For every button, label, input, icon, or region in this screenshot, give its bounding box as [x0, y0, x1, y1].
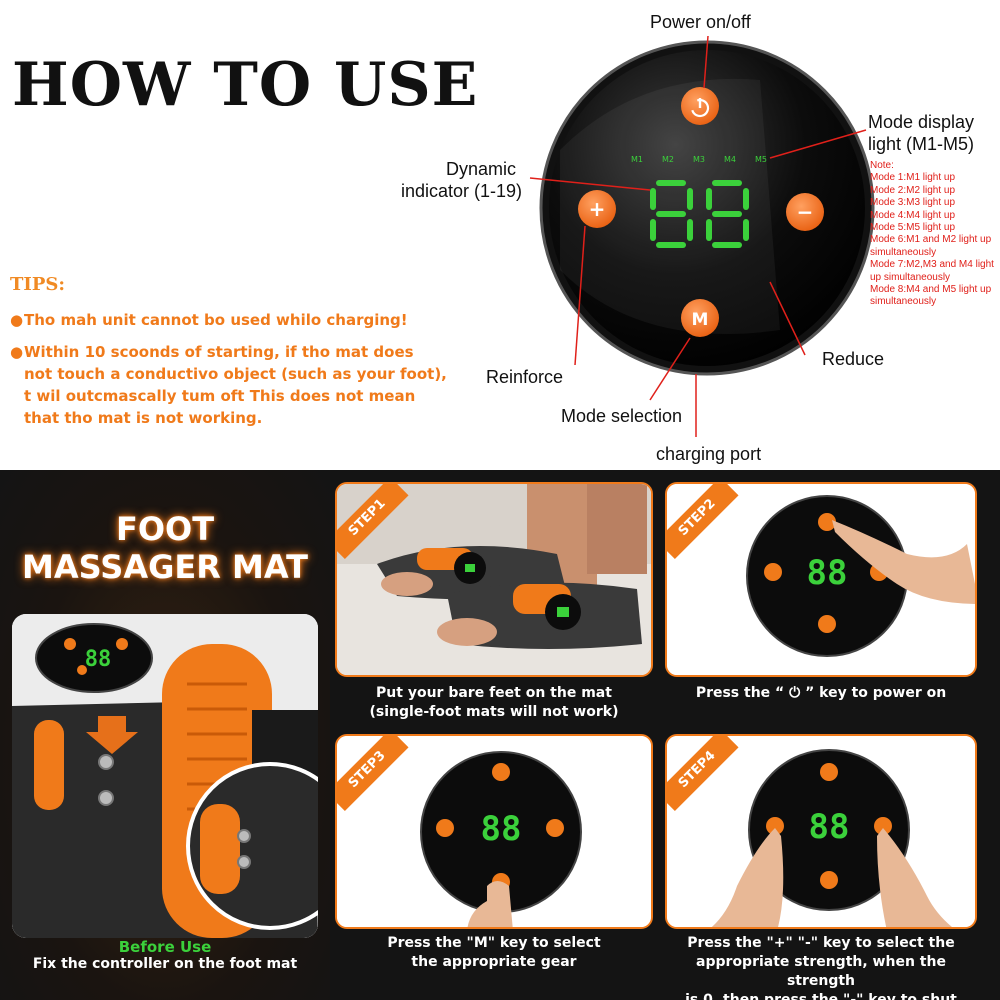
- power-label: Power on/off: [650, 12, 751, 32]
- bullet-icon: ●: [10, 343, 24, 361]
- mat-illustration: 88: [12, 614, 318, 938]
- mode-display-label-2: light (M1-M5): [868, 134, 975, 154]
- reinforce-label: Reinforce: [486, 367, 564, 387]
- steps-section: FOOT MASSAGER MAT 88: [0, 470, 1000, 1000]
- foot-title-line-1: FOOT: [115, 510, 215, 548]
- step-3-card: 88 STEP3: [335, 734, 653, 929]
- reduce-label: Reduce: [822, 349, 885, 369]
- tips-heading: TIPS:: [10, 274, 65, 295]
- how-to-use-section: HOW TO USE TIPS: ●Tho mah unit cannot bo…: [0, 0, 1000, 470]
- mode-label-m2: M2: [662, 155, 674, 164]
- leader-lines: [529, 35, 867, 437]
- step-1-caption: Put your bare feet on the mat (single-fo…: [369, 685, 619, 720]
- svg-text:88: 88: [85, 647, 112, 672]
- tip-item-1: ●Tho mah unit cannot bo used whilo charg…: [10, 311, 408, 329]
- step-2-caption: Press the “ ⏻ ” key to power on: [695, 685, 947, 701]
- reduce-button[interactable]: −: [786, 193, 824, 231]
- bullet-icon: ●: [10, 311, 24, 329]
- before-use-label: Before Use: [118, 938, 212, 956]
- svg-text:88: 88: [807, 553, 848, 593]
- mode-note: Note: Mode 1:M1 light up Mode 2:M2 light…: [870, 160, 994, 308]
- page-title: HOW TO USE: [12, 50, 479, 120]
- minus-icon: −: [797, 200, 814, 224]
- mode-selection-label: Mode selection: [561, 406, 683, 426]
- step-1-image: [337, 484, 651, 675]
- step-2-image: 88: [667, 484, 975, 675]
- plus-icon: +: [589, 197, 606, 221]
- mode-label-m4: M4: [724, 155, 736, 164]
- mat-image: 88: [12, 614, 318, 938]
- step-3-caption: Press the "M" key to select the appropri…: [387, 935, 601, 970]
- charging-port-label: charging port: [656, 444, 762, 464]
- mode-label-m5: M5: [755, 155, 767, 164]
- arrow-down-icon: [86, 716, 138, 754]
- mode-display-lights: M1 M2 M3 M4 M5: [631, 155, 767, 164]
- reinforce-button[interactable]: +: [578, 190, 616, 228]
- mode-label-m3: M3: [693, 155, 705, 164]
- svg-text:88: 88: [481, 809, 522, 849]
- step-4-caption: Press the "+" "-" key to select the appr…: [685, 935, 957, 1000]
- foot-title-line-2: MASSAGER MAT: [22, 548, 308, 586]
- dynamic-indicator-display: [650, 180, 749, 248]
- step-3-image: 88: [337, 736, 651, 927]
- dynamic-label: Dynamic: [446, 159, 517, 179]
- dynamic-label-2: indicator (1-19): [401, 181, 523, 201]
- step-1-card: STEP1: [335, 482, 653, 677]
- power-button[interactable]: [681, 87, 719, 125]
- mode-button[interactable]: M: [681, 299, 719, 337]
- power-icon: [690, 98, 710, 118]
- step-2-card: 88 STEP2: [665, 482, 977, 677]
- tip-item-2: ●Within 10 scoonds of starting, if tho m…: [10, 343, 447, 427]
- mode-label-m1: M1: [631, 155, 643, 164]
- before-use-caption: Fix the controller on the foot mat: [32, 956, 298, 972]
- step-4-card: 88 STEP4: [665, 734, 977, 929]
- svg-text:88: 88: [809, 807, 850, 847]
- mode-display-label: Mode display: [868, 112, 975, 132]
- controller-diagram: + − M M1 M2 M3 M4 M5: [529, 35, 875, 437]
- svg-text:M: M: [692, 310, 709, 330]
- step-4-image: 88: [667, 736, 975, 927]
